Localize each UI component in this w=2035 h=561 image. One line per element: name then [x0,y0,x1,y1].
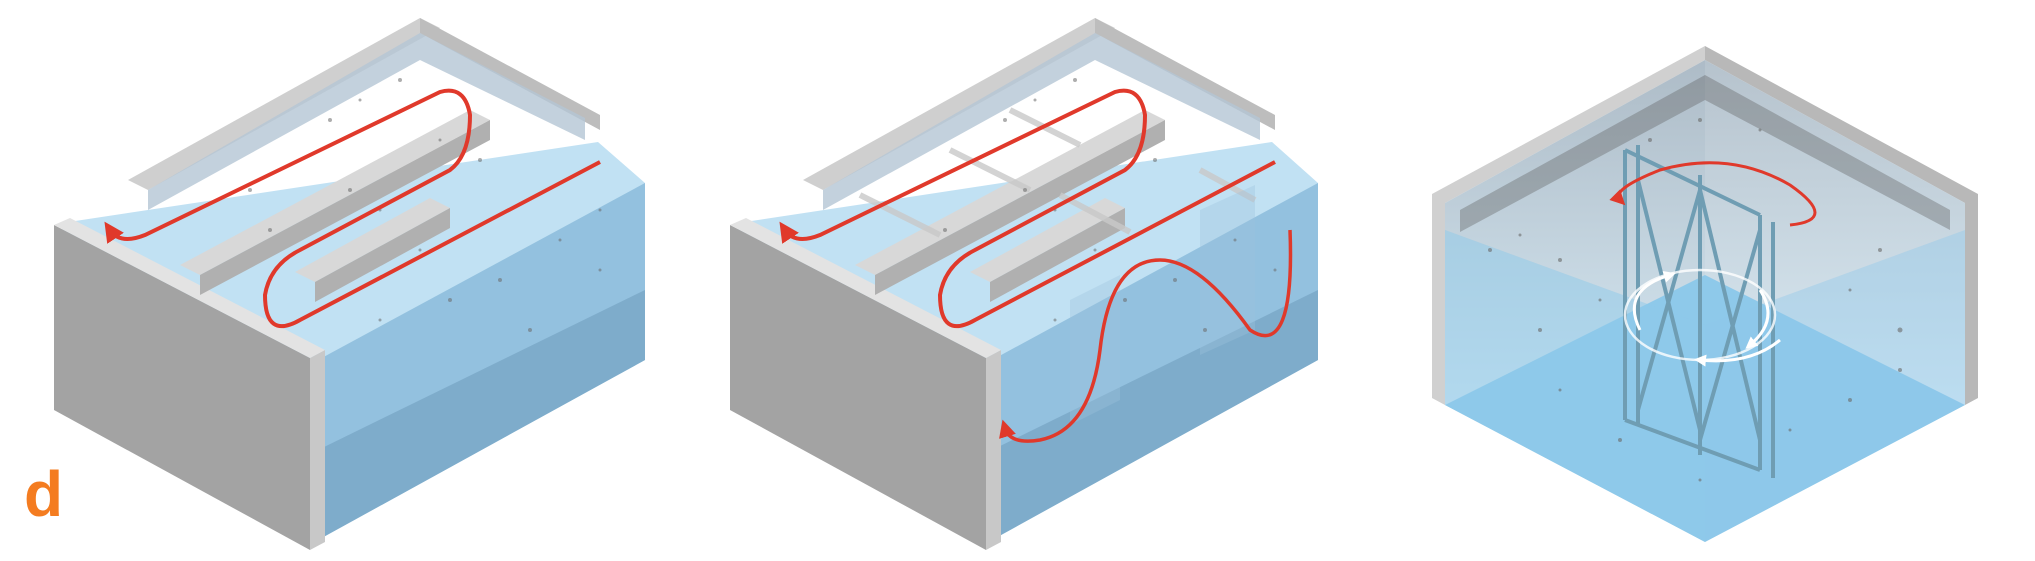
panel-label: d [24,462,63,526]
vertical-baffle-tank [730,18,1318,550]
left-wall-front [986,350,1001,550]
mixer-tank [1432,46,1978,542]
horizontal-baffle-tank [54,18,645,550]
left-wall-front [310,350,325,550]
